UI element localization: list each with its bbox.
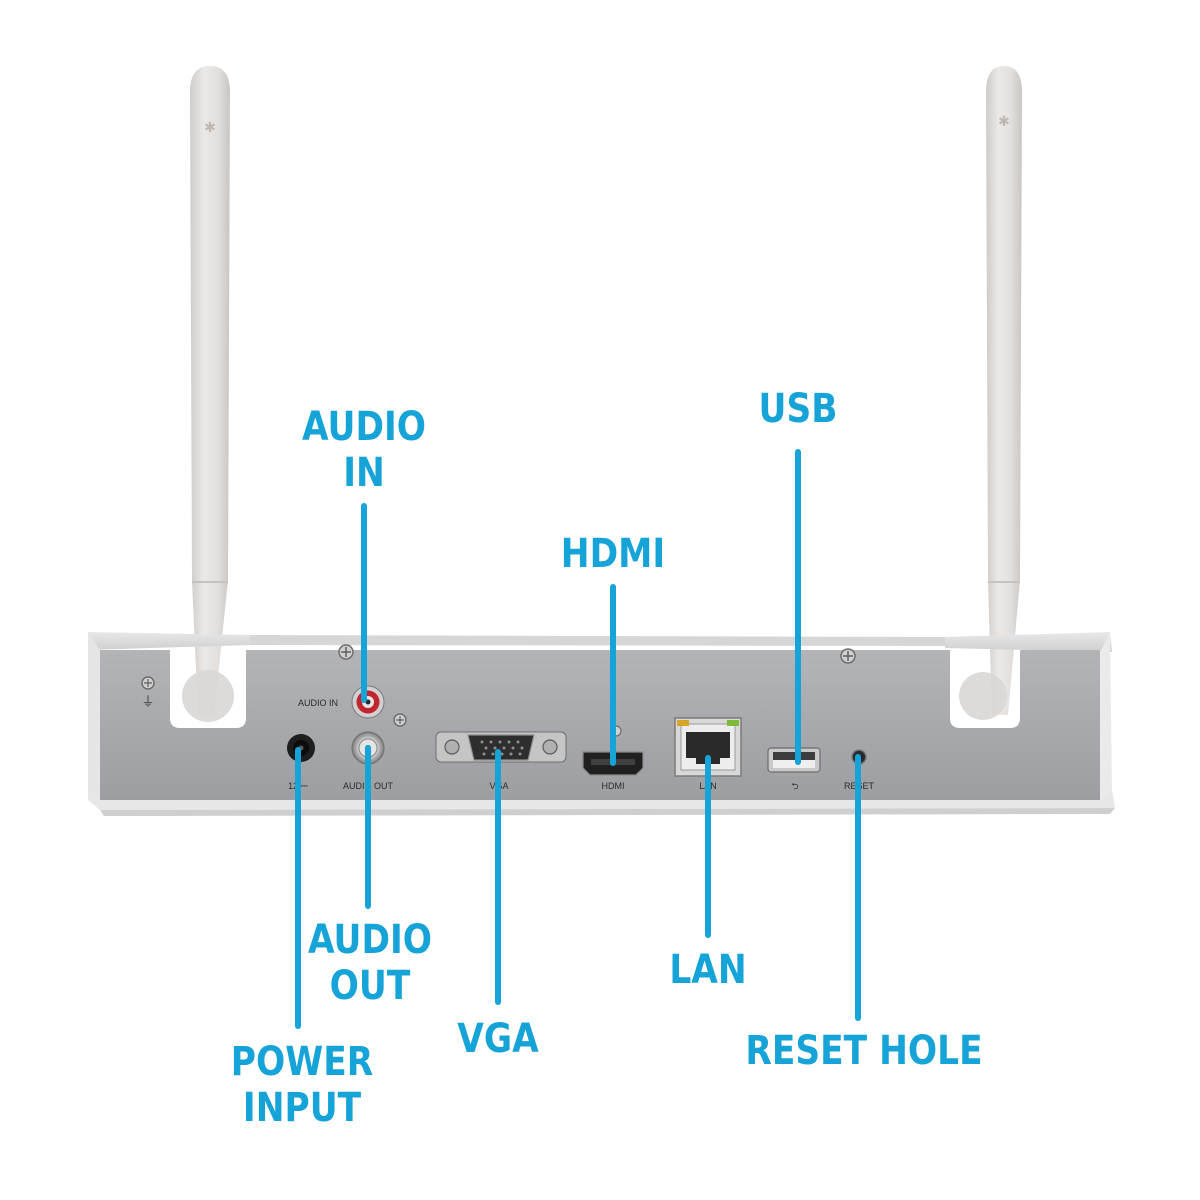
lan-callout: LAN [656, 947, 759, 993]
hdmi-callout: HDMI [553, 531, 673, 577]
audio-out-callout-line2: OUT [329, 963, 411, 1009]
usb-icon: ⮌ [791, 781, 798, 791]
screw [393, 713, 407, 727]
left-antenna: ✱ [190, 66, 230, 715]
lan-callout-text: LAN [669, 947, 747, 993]
audio-in-callout-line2: IN [343, 450, 385, 496]
antenna-icon: ✱ [204, 120, 216, 136]
callout-lines [295, 449, 861, 1029]
screw [840, 648, 856, 664]
audio-out-callout: AUDIO OUT [301, 917, 439, 1009]
power-input-callout: POWER INPUT [220, 1039, 383, 1131]
usb-callout-text: USB [758, 386, 838, 432]
hdmi-callout-text: HDMI [560, 531, 666, 577]
reset-hole-callout: RESET HOLE [744, 1028, 985, 1074]
chassis [88, 632, 1115, 816]
antenna-icon: ✱ [998, 114, 1010, 130]
right-antenna: ✱ [986, 66, 1022, 715]
vga-callout: VGA [446, 1016, 549, 1062]
vga-port[interactable] [435, 731, 567, 763]
usb-callout: USB [746, 386, 849, 432]
audio-in-callout: AUDIO IN [295, 404, 433, 496]
ground-icon: ⏚ [141, 695, 154, 710]
lan-port[interactable] [674, 717, 742, 777]
audio-out-callout-line1: AUDIO [307, 917, 433, 963]
hdmi-panel-label: HDMI [602, 781, 625, 791]
power-input-callout-line1: POWER [230, 1039, 374, 1085]
audio-in-panel-label: AUDIO IN [298, 698, 338, 708]
screw [141, 676, 155, 690]
power-input-callout-line2: INPUT [242, 1085, 362, 1131]
usb-port[interactable] [767, 747, 821, 773]
audio-in-port[interactable] [351, 685, 385, 719]
reset-hole-callout-text: RESET HOLE [745, 1028, 983, 1074]
screw [338, 644, 354, 660]
audio-in-callout-line1: AUDIO [301, 404, 427, 450]
vga-callout-text: VGA [457, 1016, 539, 1062]
